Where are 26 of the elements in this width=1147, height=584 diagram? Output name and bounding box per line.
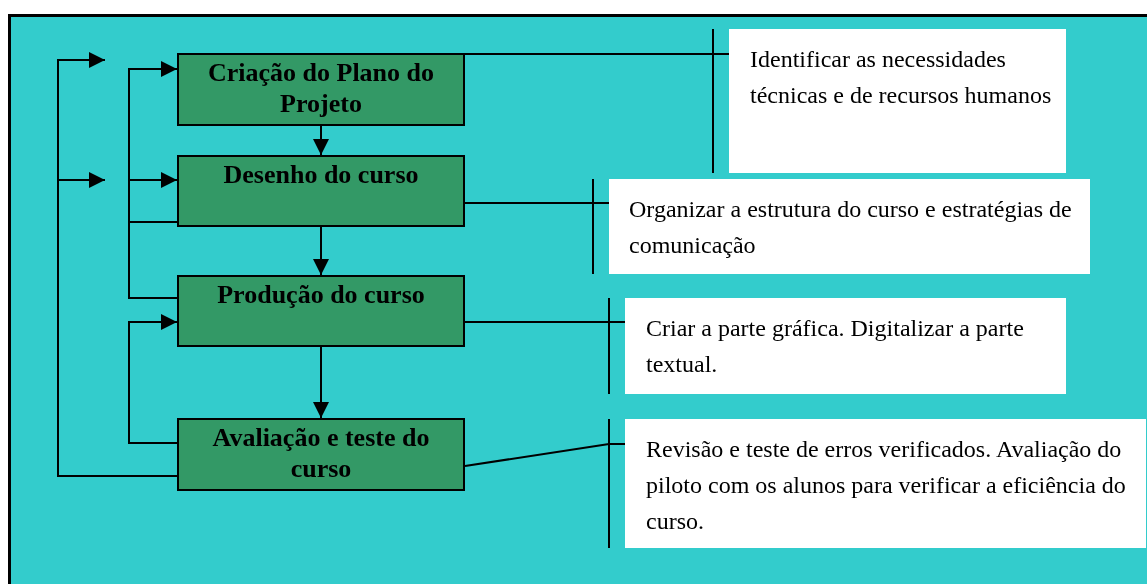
leader-line [464,202,610,204]
arrow [128,172,178,299]
arrow [313,346,329,419]
process-box [177,155,465,227]
process-box [177,53,465,126]
arrow [313,226,329,276]
step-title: Avaliação e teste do curso [211,422,431,484]
step-title: Desenho do curso [223,159,419,190]
arrow [313,125,329,156]
leader-line [464,321,626,323]
arrow [128,314,178,444]
note-text: Criar a parte gráfica. Digitalizar a parte textual. [646,315,1024,377]
leader-line [464,443,626,467]
step-title: Produção do curso [217,279,425,310]
arrow [128,61,178,223]
note-text: Identificar as necessidades técnicas e de recursos humanos [750,46,1052,108]
process-box [177,418,465,491]
note-box [625,419,1146,548]
note-text: Organizar a estrutura do curso e estratégias de comunicação [629,196,1072,258]
leader-line [464,53,730,55]
note-box [625,298,1066,394]
step-title: Criação do Plano do Projeto [206,57,436,119]
process-box [177,275,465,347]
note-box [609,179,1090,274]
note-box [729,29,1066,173]
note-text: Revisão e teste de erros verificados. Avaliação do piloto com os alunos para verificar a eficiência do curso. [646,436,1126,534]
